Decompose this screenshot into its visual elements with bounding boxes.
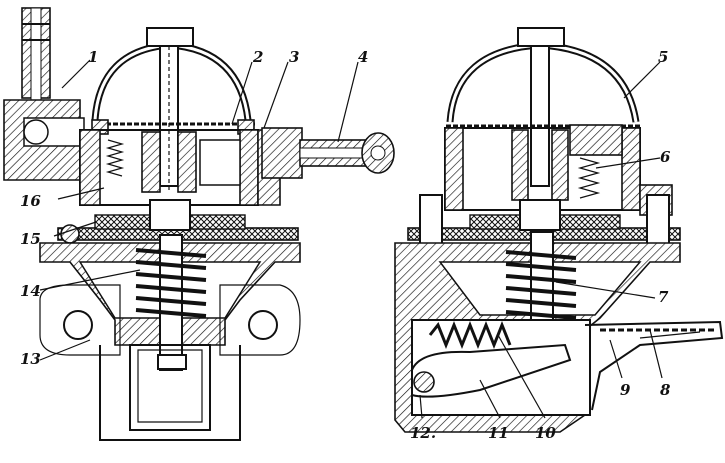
- callout-11: 11: [488, 424, 509, 442]
- dome-cover-left: [91, 27, 252, 190]
- callout-labels: 1 2 3 4 5 6 7 8 9 10 11 12. 13 14 15 16: [20, 48, 671, 442]
- inlet-fitting: [3, 7, 85, 181]
- right-section-view: [394, 27, 724, 433]
- callout-5: 5: [658, 48, 668, 66]
- callout-3: 3: [289, 48, 299, 66]
- callout-2: 2: [252, 48, 263, 66]
- callout-12: 12.: [410, 424, 436, 442]
- callout-13: 13: [20, 350, 41, 368]
- callout-7: 7: [658, 288, 669, 306]
- lower-housing-right: [394, 231, 724, 433]
- callout-10: 10: [535, 424, 556, 442]
- callout-1: 1: [88, 48, 98, 66]
- leader-lines-right: [419, 61, 663, 419]
- callout-15: 15: [20, 230, 41, 248]
- leader-lines-left: [39, 59, 359, 361]
- callout-6: 6: [660, 148, 671, 166]
- callout-4: 4: [358, 48, 368, 66]
- callout-9: 9: [620, 381, 631, 399]
- pump-body-upper: [79, 129, 281, 206]
- dome-cover-right: [446, 27, 640, 187]
- left-section-view: [3, 7, 395, 441]
- callout-14: 14: [20, 282, 41, 300]
- callout-16: 16: [20, 192, 41, 210]
- callout-8: 8: [660, 381, 671, 399]
- outlet-fitting: [261, 127, 395, 179]
- lower-housing-left: [39, 234, 301, 441]
- diaphragm-left: [57, 199, 299, 244]
